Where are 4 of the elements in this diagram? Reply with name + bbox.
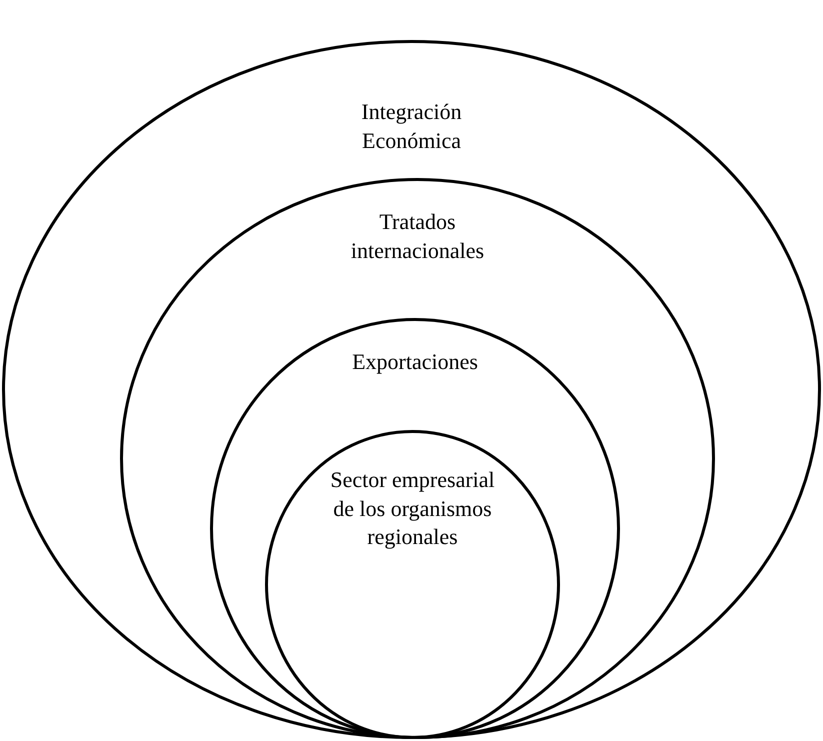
ellipse-label: Integración Económica [360, 98, 463, 155]
ellipse-label: Sector empresarial de los organismos regionales [329, 466, 496, 552]
ellipse-label: Exportaciones [351, 348, 479, 376]
ellipse-label: Tratados internacionales [350, 208, 486, 265]
